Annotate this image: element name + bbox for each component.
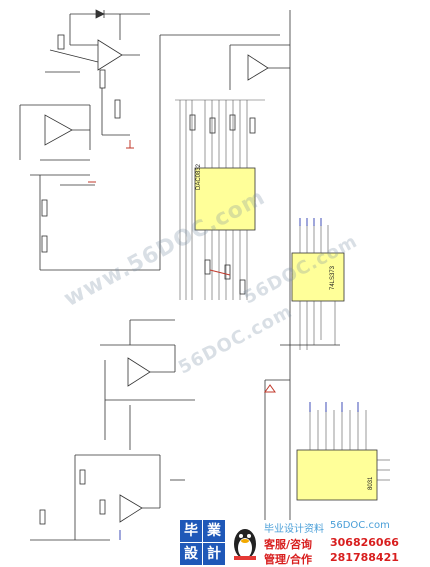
opamp-5	[119, 494, 143, 523]
chip-latch	[291, 252, 345, 302]
chip-latch-label: 74LS373	[330, 265, 336, 290]
logo-char-3: 設	[180, 543, 202, 565]
opamp-3	[247, 54, 269, 81]
manage-number: 281788421	[330, 551, 399, 564]
footer-banner: 毕 業 設 計 毕业设计资料 56DOC.com 客服/咨询 306826066…	[178, 518, 430, 566]
site-name: 毕业设计资料	[264, 524, 324, 535]
chip-dac	[194, 167, 256, 231]
opamp-1	[97, 39, 123, 71]
logo-char-1: 毕	[180, 520, 202, 542]
diode	[95, 9, 105, 19]
chip-dac-label: DAC0832	[196, 163, 202, 190]
chip-mcu-label: 8031	[368, 476, 374, 490]
contact-number: 306826066	[330, 536, 399, 549]
qq-penguin-icon	[234, 529, 256, 560]
chip-mcu	[296, 449, 378, 501]
opamp-2	[44, 114, 73, 146]
manage-label: 管理/合作	[264, 553, 313, 566]
logo-char-4: 計	[203, 543, 225, 565]
logo-char-2: 業	[203, 520, 225, 542]
opamp-4	[127, 357, 151, 387]
site-domain: 56DOC.com	[330, 520, 390, 531]
contact-label: 客服/咨询	[264, 538, 313, 551]
